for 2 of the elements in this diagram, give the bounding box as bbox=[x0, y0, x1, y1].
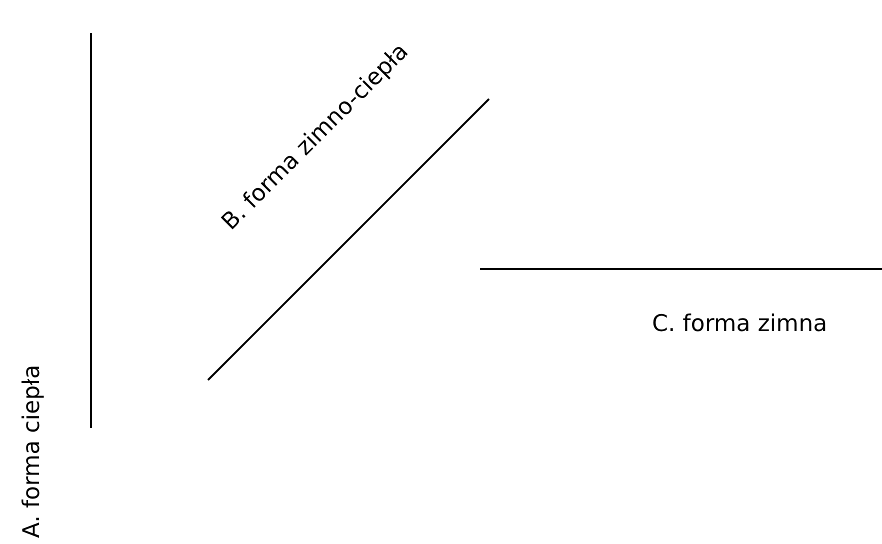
line-label: C. forma zimna bbox=[652, 310, 828, 338]
line-label: A. forma ciepła bbox=[18, 364, 46, 538]
